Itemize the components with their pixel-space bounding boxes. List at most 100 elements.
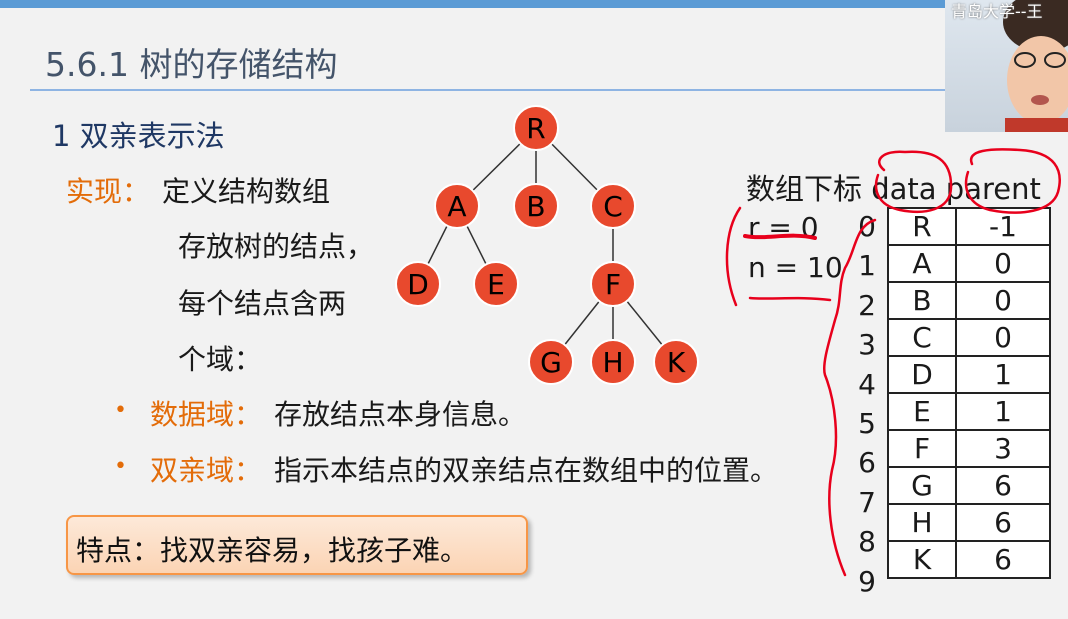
array-index: 6 <box>858 446 876 480</box>
parent-cell: 1 <box>955 355 1051 394</box>
tree-node-circle <box>590 183 636 229</box>
index-header: 数组下标 <box>746 172 863 206</box>
tree-node-circle <box>434 183 480 229</box>
tree-node-label: E <box>487 268 505 301</box>
tree-node: F <box>590 261 636 307</box>
tree-node-circle <box>653 339 699 385</box>
tree-node-label: R <box>526 112 545 145</box>
tree-node-circle <box>590 339 636 385</box>
data-column-header: data <box>871 172 937 206</box>
feature-callout: 特点：找双亲容易，找孩子难。 <box>66 515 528 575</box>
array-index: 4 <box>858 367 876 401</box>
tree-node-label: A <box>447 190 466 223</box>
array-index: 7 <box>858 485 876 519</box>
tree-node: R <box>513 105 559 151</box>
title-divider <box>30 89 945 91</box>
tree-node-circle <box>395 261 441 307</box>
desc-line-1: 存放树的结点， <box>178 230 375 263</box>
data-cell: G <box>887 466 957 505</box>
tree-node-circle <box>513 183 559 229</box>
webcam-overlay: 青岛大学--王 <box>945 0 1068 132</box>
data-cell: K <box>887 540 957 579</box>
data-cell: D <box>887 355 957 394</box>
array-index: 8 <box>858 525 876 559</box>
parent-cell: -1 <box>955 207 1051 246</box>
tree-node-circle <box>590 261 636 307</box>
tree-node-label: G <box>540 346 562 379</box>
array-index: 1 <box>858 249 876 283</box>
tree-node: A <box>434 183 480 229</box>
data-cell: E <box>887 392 957 431</box>
tree-node: K <box>653 339 699 385</box>
bullet-label-data: 数据域： <box>150 398 263 431</box>
webcam-caption: 青岛大学--王 <box>951 2 1043 21</box>
tree-node: G <box>528 339 574 385</box>
parent-cell: 3 <box>955 429 1051 468</box>
desc-line-2: 每个结点含两 <box>178 287 347 320</box>
tree-node: C <box>590 183 636 229</box>
data-cell: F <box>887 429 957 468</box>
parent-cell: 6 <box>955 466 1051 505</box>
table-row: R-1 <box>887 207 1051 246</box>
tree-node-circle <box>528 339 574 385</box>
slide-title: 5.6.1 树的存储结构 <box>45 45 338 84</box>
tree-node-label: C <box>603 190 623 223</box>
bullet-text-data: 存放结点本身信息。 <box>274 398 527 431</box>
tree-nodes: R A B C D E F G H K <box>395 105 699 385</box>
array-index: 5 <box>858 407 876 440</box>
root-variable: r = 0 <box>748 211 819 244</box>
data-cell: R <box>887 207 957 246</box>
tree-edges <box>417 127 677 363</box>
tree-node: D <box>395 261 441 307</box>
data-cell: H <box>887 503 957 542</box>
feature-text: 特点：找双亲容易，找孩子难。 <box>76 534 469 567</box>
section-heading: 1 双亲表示法 <box>52 119 225 153</box>
tree-node-circle <box>473 261 519 307</box>
tree-node-label: B <box>526 190 545 223</box>
array-index: 9 <box>858 564 876 598</box>
tree-node: H <box>590 339 636 385</box>
desc-line-3: 个域： <box>178 343 263 376</box>
presenter-video <box>1003 0 1068 132</box>
array-header: 数组下标 data parent <box>746 166 1041 208</box>
array-index: 3 <box>858 328 876 362</box>
tree-node-label: H <box>602 346 623 379</box>
bullet-text-parent: 指示本结点的双亲结点在数组中的位置。 <box>274 454 779 487</box>
data-cell: B <box>887 281 957 320</box>
parent-cell: 0 <box>955 318 1051 357</box>
parent-cell: 6 <box>955 503 1051 542</box>
impl-text: 定义结构数组 <box>162 175 331 208</box>
parent-cell: 6 <box>955 540 1051 579</box>
array-index: 0 <box>858 210 876 243</box>
data-cell: C <box>887 318 957 357</box>
bullet-dot-icon: • <box>114 454 127 479</box>
tree-node-label: D <box>407 268 429 301</box>
tree-node-label: F <box>605 268 621 301</box>
count-variable: n = 10 <box>748 251 843 284</box>
parent-column-header: parent <box>945 172 1041 206</box>
tree-node-label: K <box>667 346 686 379</box>
impl-label: 实现： <box>66 175 151 208</box>
tree-node-circle <box>513 105 559 151</box>
data-cell: A <box>887 244 957 283</box>
parent-cell: 1 <box>955 392 1051 431</box>
parent-cell: 0 <box>955 281 1051 320</box>
array-index: 2 <box>858 288 876 322</box>
parent-cell: 0 <box>955 244 1051 283</box>
bullet-label-parent: 双亲域： <box>150 454 263 487</box>
tree-node: B <box>513 183 559 229</box>
top-accent-bar <box>0 0 1068 8</box>
tree-node: E <box>473 261 519 307</box>
bullet-dot-icon: • <box>114 398 127 423</box>
